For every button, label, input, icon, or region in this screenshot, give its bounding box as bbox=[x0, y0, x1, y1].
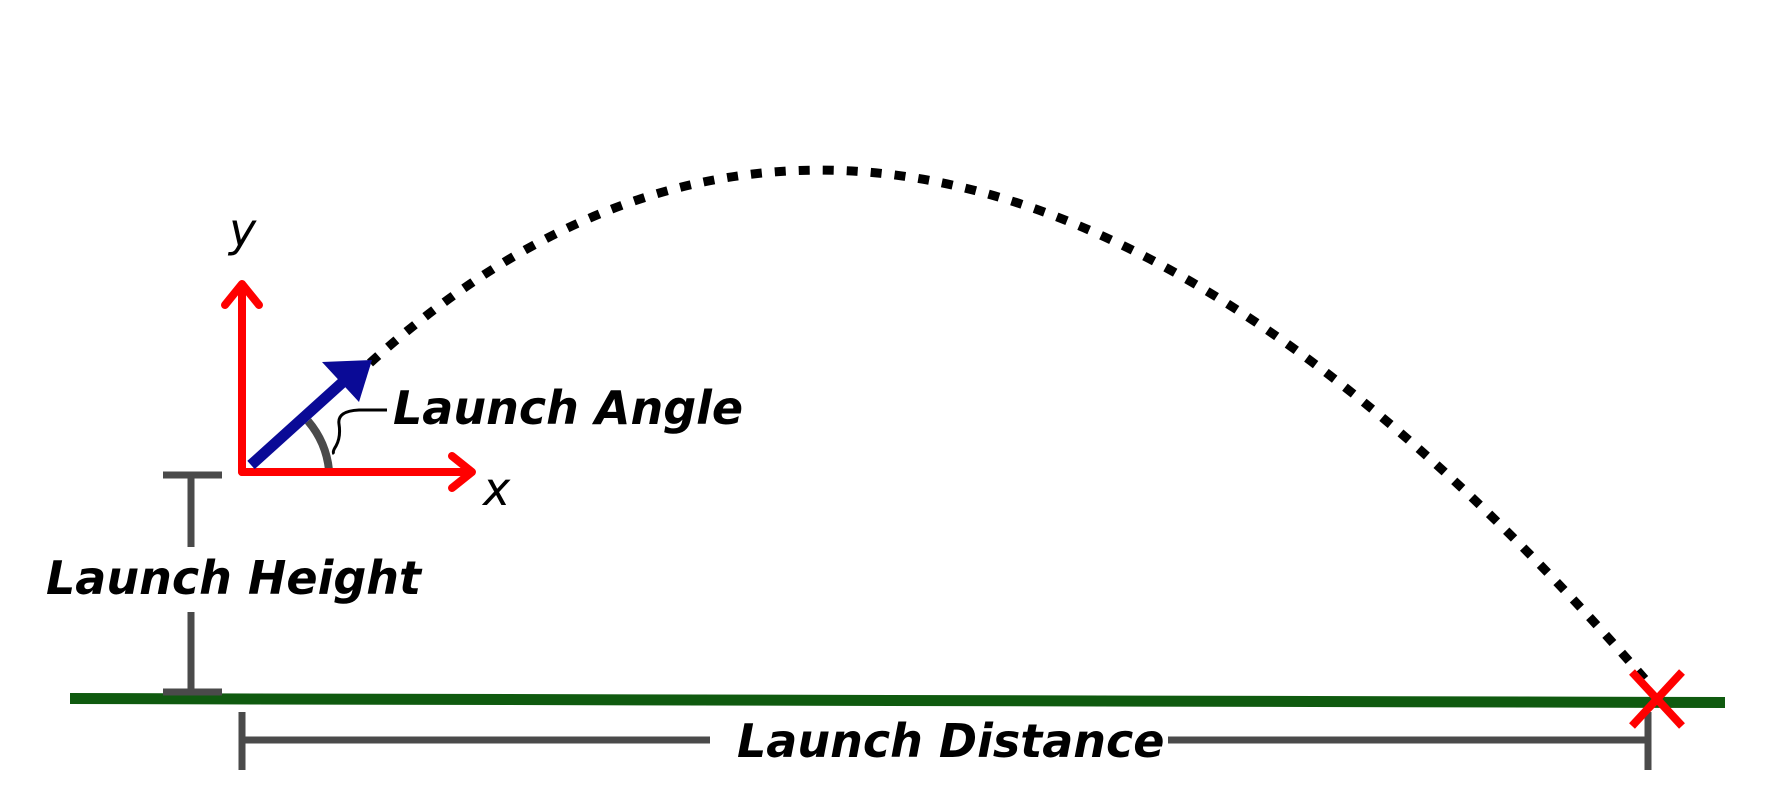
x-axis-arrow bbox=[238, 452, 476, 492]
angle-arc-icon bbox=[304, 418, 333, 471]
launch-height-dimension bbox=[163, 471, 222, 696]
angle-leader-line bbox=[331, 408, 387, 456]
launch-height-label: Launch Height bbox=[46, 551, 423, 605]
ground-line bbox=[70, 693, 1725, 708]
launch-distance-dimension bbox=[238, 712, 1652, 770]
trajectory-path bbox=[366, 165, 1654, 688]
launch-distance-label: Launch Distance bbox=[737, 714, 1164, 768]
x-axis-label: x bbox=[481, 462, 511, 516]
y-axis-label: y bbox=[227, 203, 257, 257]
y-axis-arrow bbox=[221, 280, 263, 476]
launch-vector-arrow bbox=[247, 360, 372, 470]
x-mark-icon bbox=[1629, 669, 1685, 729]
launch-angle-label: Launch Angle bbox=[393, 381, 743, 435]
